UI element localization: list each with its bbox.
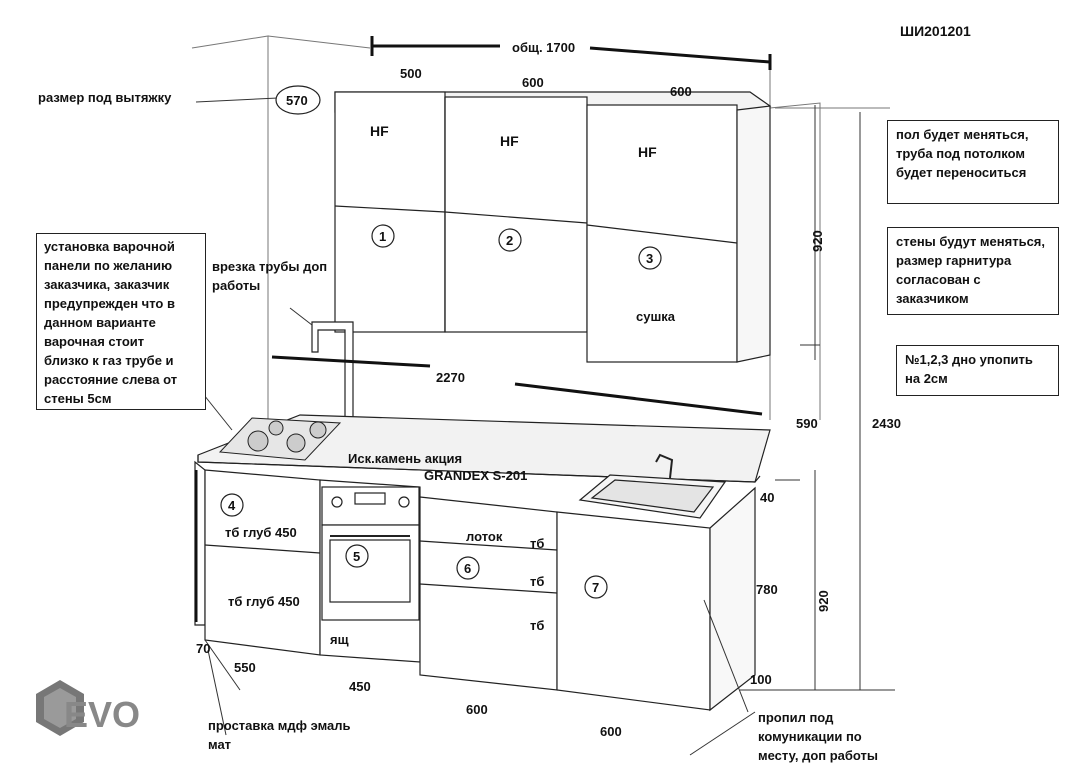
dim-base-780: 780	[756, 582, 778, 597]
dim-gap: 590	[796, 416, 818, 431]
note-hob-line: заказчика, заказчик	[44, 277, 170, 292]
circle-3-label: 3	[646, 251, 653, 266]
label-dryer: сушка	[636, 309, 676, 324]
circle-3	[638, 246, 662, 270]
dim-450: 450	[349, 679, 371, 694]
circle-6-label: 6	[464, 561, 471, 576]
hood-size-ellipse	[275, 85, 321, 115]
circle-4	[220, 493, 244, 517]
note-cut-line: комуникации по	[758, 729, 862, 744]
dim-total-height: 2430	[872, 416, 901, 431]
note-mdf-line: мат	[208, 737, 232, 752]
label-countertop-2: GRANDEX S-201	[424, 468, 527, 483]
note-cut-line: месту, доп работы	[758, 748, 879, 763]
dim-plinth: 100	[750, 672, 772, 687]
note-pipe: врезка трубы доп работы	[212, 257, 340, 295]
circle-2	[498, 228, 522, 252]
circle-5	[345, 544, 369, 568]
label-tb-3: тб	[530, 618, 544, 633]
note-hob-line: стены 5см	[44, 391, 112, 406]
circle-5-label: 5	[353, 549, 360, 564]
thin-lines	[195, 97, 895, 756]
evo-logo: EVO	[36, 680, 140, 736]
item-circles	[220, 224, 662, 599]
note-floor-line: пол будет меняться,	[896, 127, 1029, 142]
note-bottom: №1,2,3 дно упопить на 2см	[896, 345, 1059, 396]
dim-550: 550	[234, 660, 256, 675]
note-hob: установка варочной панели по желанию зак…	[36, 233, 206, 410]
note-hob-line: панели по желанию	[44, 258, 173, 273]
dim-600-b: 600	[600, 724, 622, 739]
note-mdf-line: проставка мдф эмаль	[208, 718, 351, 733]
note-walls: стены будут меняться, размер гарнитура с…	[887, 227, 1059, 315]
note-hob-line: близко к газ трубе и	[44, 353, 174, 368]
circle-7-label: 7	[592, 580, 599, 595]
note-mdf: проставка мдф эмаль мат	[208, 716, 378, 754]
hob	[218, 417, 342, 461]
oven	[321, 486, 420, 621]
dim-70: 70	[196, 641, 210, 656]
note-floor: пол будет меняться, труба под потолком б…	[887, 120, 1059, 204]
circle-1-label: 1	[379, 229, 386, 244]
dim-base-920: 920	[816, 590, 831, 612]
dim-total-width: общ. 1700	[512, 40, 575, 55]
note-cut-line: пропил под	[758, 710, 834, 725]
label-drawer: ящ	[330, 632, 349, 647]
label-tray: лоток	[466, 529, 503, 544]
note-hob-line: данном варианте	[44, 315, 156, 330]
dim-width-3: 600	[670, 84, 692, 99]
circle-7	[584, 575, 608, 599]
logo-text: EVO	[64, 694, 140, 735]
note-cut: пропил под комуникации по месту, доп раб…	[758, 708, 908, 765]
note-hob-line: варочная стоит	[44, 334, 145, 349]
dim-width-2: 600	[522, 75, 544, 90]
label-hf-1: HF	[370, 123, 389, 139]
note-pipe-line: врезка трубы доп	[212, 259, 328, 274]
label-hf-2: HF	[500, 133, 519, 149]
label-tb-depth-top: тб глуб 450	[225, 525, 297, 540]
dim-hood: 570	[286, 93, 308, 108]
label-tb-2: тб	[530, 574, 544, 589]
note-hob-line: расстояние слева от	[44, 372, 178, 387]
dimension-lines	[194, 36, 772, 622]
note-walls-line: размер гарнитура	[896, 253, 1012, 268]
dim-countertop: 40	[760, 490, 774, 505]
label-hf-3: HF	[638, 144, 657, 160]
circle-4-label: 4	[228, 498, 236, 513]
note-hob-frame	[36, 233, 206, 410]
dim-upper-height: 920	[810, 230, 825, 252]
circle-1	[371, 224, 395, 248]
note-walls-line: стены будут меняться,	[896, 234, 1046, 249]
dim-wall-length: 2270	[436, 370, 465, 385]
label-hood-size: размер под вытяжку	[38, 90, 172, 105]
dim-600-a: 600	[466, 702, 488, 717]
sink	[578, 453, 727, 519]
label-countertop-1: Иск.камень акция	[348, 451, 462, 466]
label-tb-1: тб	[530, 536, 544, 551]
circle-6	[456, 556, 480, 580]
note-walls-line: заказчиком	[896, 291, 969, 306]
dim-width-1: 500	[400, 66, 422, 81]
upper-cabinets	[334, 91, 772, 363]
note-bottom-line: №1,2,3 дно упопить	[905, 352, 1033, 367]
drawing-code: ШИ201201	[900, 23, 971, 39]
note-pipe-line: работы	[212, 278, 261, 293]
note-hob-line: установка варочной	[44, 239, 175, 254]
note-walls-line: согласован с	[896, 272, 981, 287]
circle-2-label: 2	[506, 233, 513, 248]
note-floor-line: труба под потолком	[896, 146, 1025, 161]
note-bottom-line: на 2см	[905, 371, 948, 386]
note-hob-line: предупрежден что в	[44, 296, 175, 311]
note-floor-line: будет переноситься	[896, 165, 1027, 180]
label-tb-depth-bottom: тб глуб 450	[228, 594, 300, 609]
